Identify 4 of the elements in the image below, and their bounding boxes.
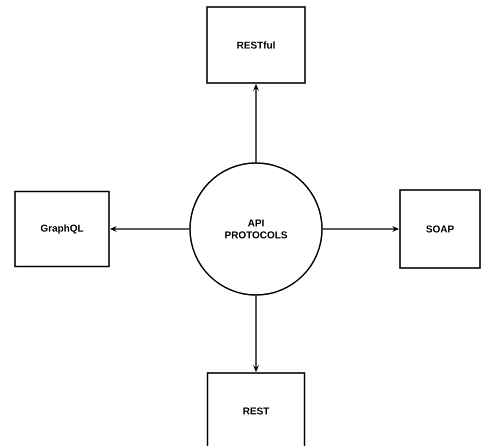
protocol-box: RESTful bbox=[206, 6, 306, 84]
protocol-box: GraphQL bbox=[14, 190, 110, 268]
protocol-box: REST bbox=[206, 372, 306, 446]
protocol-box: SOAP bbox=[399, 189, 481, 269]
